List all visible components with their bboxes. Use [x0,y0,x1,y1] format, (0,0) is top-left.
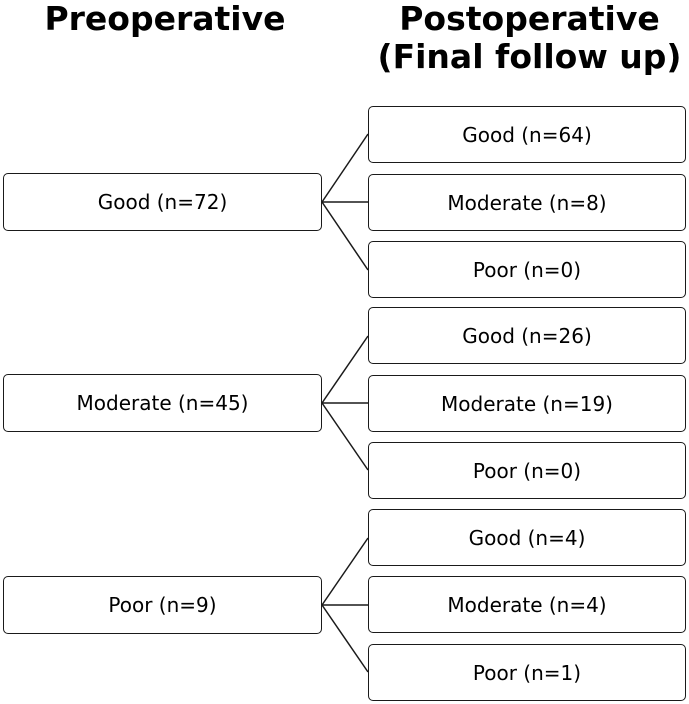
connector-g2-good [321,335,369,404]
postoperative-heading: Postoperative (Final follow up) [370,0,689,76]
post-box-label: Good (n=26) [462,323,592,348]
post-box-label: Good (n=4) [468,525,586,550]
post-box-label: Poor (n=0) [472,257,582,282]
postoperative-heading-line2: (Final follow up) [377,37,682,76]
post-box-g3-good: Good (n=4) [368,509,686,566]
preoperative-heading: Preoperative [0,0,330,38]
post-box-g2-good: Good (n=26) [368,307,686,364]
pre-box-good: Good (n=72) [3,173,322,231]
post-box-g1-moderate: Moderate (n=8) [368,174,686,231]
preoperative-heading-text: Preoperative [44,0,286,38]
pre-box-moderate: Moderate (n=45) [3,374,322,432]
post-box-label: Moderate (n=8) [447,190,607,215]
pre-box-label: Good (n=72) [97,190,228,214]
post-box-g3-poor: Poor (n=1) [368,644,686,701]
connector-g2-poor [321,402,369,471]
connector-g1-good [321,133,369,203]
post-box-label: Poor (n=1) [472,660,582,685]
post-box-label: Moderate (n=19) [441,391,613,416]
pre-box-poor: Poor (n=9) [3,576,322,634]
pre-box-label: Poor (n=9) [108,593,217,617]
pre-box-label: Moderate (n=45) [76,391,249,415]
post-box-g2-moderate: Moderate (n=19) [368,375,686,432]
post-box-label: Poor (n=0) [472,458,582,483]
postoperative-heading-line1: Postoperative [399,0,660,38]
connector-g3-good [321,537,369,606]
post-box-label: Good (n=64) [462,122,592,147]
post-box-g1-good: Good (n=64) [368,106,686,163]
post-box-label: Moderate (n=4) [447,592,607,617]
connector-g3-poor [321,604,369,673]
connector-g1-poor [321,201,369,271]
post-box-g3-moderate: Moderate (n=4) [368,576,686,633]
post-box-g2-poor: Poor (n=0) [368,442,686,499]
post-box-g1-poor: Poor (n=0) [368,241,686,298]
